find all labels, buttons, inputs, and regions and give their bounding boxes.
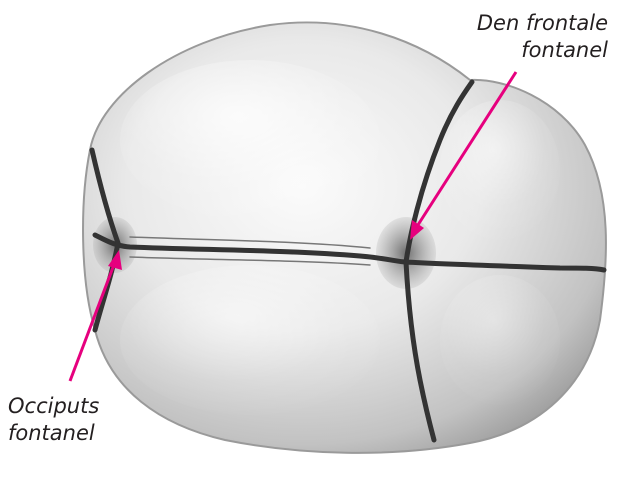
frontal-fontanel-label-line2: fontanel <box>477 37 608 64</box>
occipital-fontanel-label: Occiputs fontanel <box>8 393 99 447</box>
occipital-fontanel-label-line1: Occiputs <box>8 393 99 420</box>
frontal-bone-lower-highlight <box>440 275 560 405</box>
frontal-bone-highlight <box>440 100 560 240</box>
frontal-fontanel-label-line1: Den frontale <box>477 10 608 37</box>
occipital-fontanel-label-line2: fontanel <box>8 420 99 447</box>
right-parietal-highlight <box>120 265 380 415</box>
left-parietal-highlight <box>120 60 380 220</box>
frontal-fontanel-label: Den frontale fontanel <box>477 10 608 64</box>
